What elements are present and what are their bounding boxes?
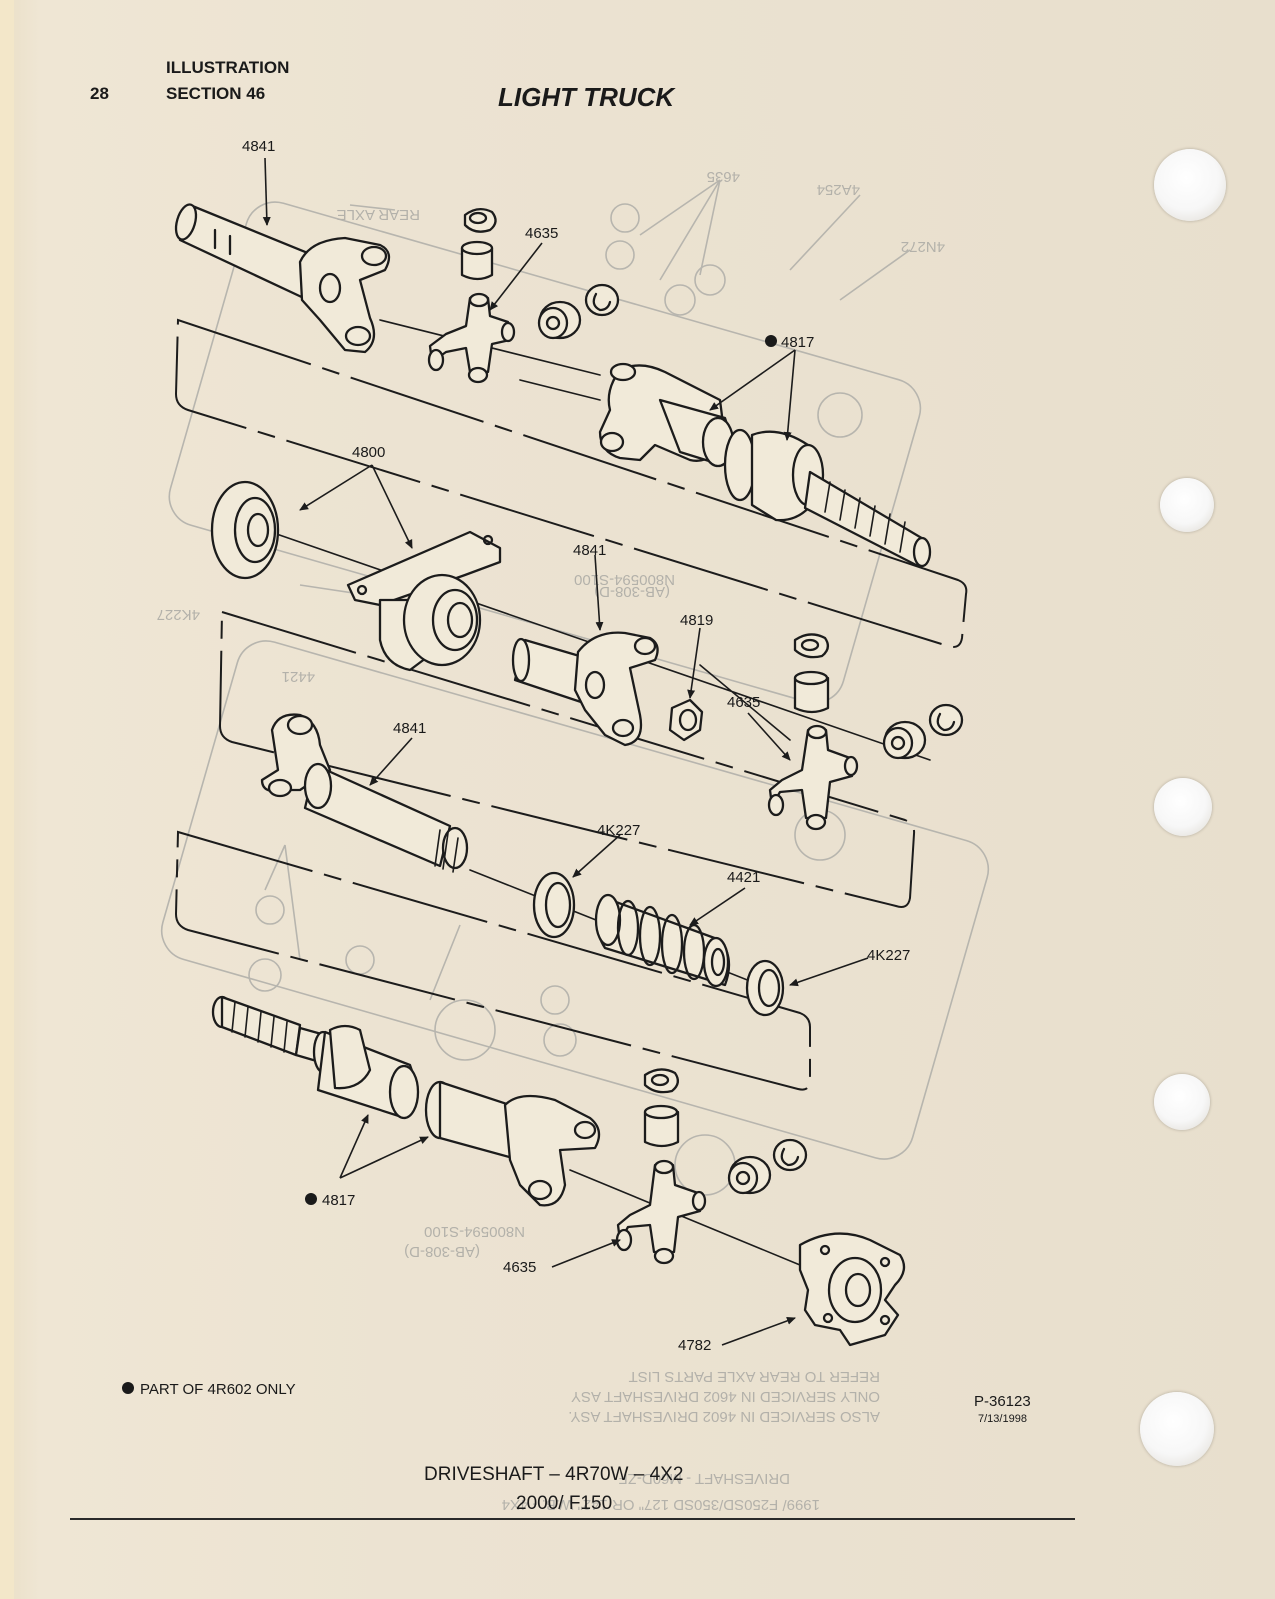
callout-c1: 4841 [242, 138, 275, 155]
svg-text:N800594-S100: N800594-S100 [424, 1223, 525, 1240]
callout-c3-bullet [765, 335, 777, 347]
center-nut-4819 [668, 698, 704, 742]
bearing-cup-pair-2 [882, 703, 964, 760]
front-yoke-shaft [174, 203, 391, 354]
center-bearing-slinger [210, 480, 280, 580]
weld-yoke-spline-shaft [260, 713, 469, 873]
binder-hole-4 [1154, 1074, 1210, 1130]
svg-text:4K227: 4K227 [157, 606, 200, 623]
callout-labels: 4841 4635 4817 4800 4841 4819 4635 4841 … [122, 138, 910, 1394]
callout-c13: 4635 [503, 1259, 536, 1276]
callout-c7: 4635 [727, 694, 760, 711]
callout-c2: 4635 [525, 225, 558, 242]
page-heading: LIGHT TRUCK [498, 82, 675, 112]
callout-c8: 4841 [393, 720, 426, 737]
bearing-cup-pair-1 [537, 283, 620, 340]
binder-hole-1 [1154, 149, 1226, 221]
midship-yoke-shaft [511, 631, 659, 747]
binder-hole-5 [1140, 1392, 1214, 1466]
universal-joint-3 [615, 1068, 707, 1265]
grouping-frames [174, 318, 968, 1091]
snap-ring-4K227-a [532, 871, 576, 939]
rear-yoke-tube [424, 1080, 601, 1207]
svg-text:REAR AXLE: REAR AXLE [337, 206, 420, 223]
callout-c14: 4782 [678, 1337, 711, 1354]
footnote-text: PART OF 4R602 ONLY [140, 1381, 296, 1398]
callout-c5: 4841 [573, 542, 606, 559]
binder-hole-2 [1160, 478, 1214, 532]
snap-ring-4K227-b [745, 959, 785, 1017]
caption-model: 2000/ F150 [516, 1493, 613, 1514]
svg-text:1999/ F250SD/350SD 127" OR 142: 1999/ F250SD/350SD 127" OR 142" W.B. - 4… [502, 1496, 820, 1513]
svg-text:(AB-308-D): (AB-308-D) [404, 1243, 480, 1260]
svg-text:4635: 4635 [707, 168, 740, 185]
stub-shaft-spline [723, 428, 932, 568]
slip-yoke-tube-upper [598, 362, 735, 468]
slip-tube-lower [316, 1024, 420, 1120]
figure-number: P-36123 [974, 1393, 1031, 1410]
callout-leaders [262, 157, 869, 1346]
page-left-edge [0, 0, 14, 1599]
svg-text:DRIVESHAFT - M60D-ZF: DRIVESHAFT - M60D-ZF [619, 1470, 790, 1487]
callout-c11: 4K227 [867, 947, 910, 964]
rear-splined-shaft [211, 995, 334, 1074]
callout-c12: 4817 [322, 1192, 355, 1209]
callout-c9: 4K227 [597, 822, 640, 839]
figure-date: 7/13/1998 [978, 1413, 1027, 1425]
svg-text:REFER TO REAR AXLE PARTS LIST: REFER TO REAR AXLE PARTS LIST [629, 1368, 880, 1385]
svg-text:4N272: 4N272 [901, 238, 945, 255]
svg-text:4421: 4421 [282, 668, 315, 685]
callout-c6: 4819 [680, 612, 713, 629]
footnote-bullet [122, 1382, 134, 1394]
section-label-line2: SECTION 46 [166, 84, 266, 103]
svg-text:4A254: 4A254 [817, 181, 860, 198]
bottom-rule [70, 1518, 1075, 1520]
callout-c12-bullet [305, 1193, 317, 1205]
caption-title: DRIVESHAFT – 4R70W – 4X2 [424, 1464, 684, 1485]
svg-text:N800594-S100: N800594-S100 [574, 571, 675, 588]
svg-text:ONLY SERVICED IN 4602 DRIVESHA: ONLY SERVICED IN 4602 DRIVESHAFT ASY [571, 1388, 880, 1405]
companion-flange-4782 [798, 1232, 906, 1347]
section-label-line1: ILLUSTRATION [166, 58, 290, 77]
universal-joint-2 [767, 633, 859, 831]
callout-c3: 4817 [781, 334, 814, 351]
callout-c4: 4800 [352, 444, 385, 461]
page-number: 28 [90, 84, 109, 103]
bleed-through-ghost: REAR AXLE 4635 4A254 4N272 N800594-S100 … [157, 168, 990, 1513]
binder-hole-3 [1154, 778, 1212, 836]
svg-text:ALSO SERVICED IN 4602 DRIVESHA: ALSO SERVICED IN 4602 DRIVESHAFT ASY. [568, 1408, 880, 1425]
center-bearing-bracket [346, 530, 502, 672]
universal-joint-1 [427, 207, 516, 384]
svg-text:(AB-308-D): (AB-308-D) [594, 583, 670, 600]
dust-boot-4421 [594, 893, 731, 988]
callout-c10: 4421 [727, 869, 760, 886]
bearing-cup-pair-3 [727, 1138, 808, 1195]
